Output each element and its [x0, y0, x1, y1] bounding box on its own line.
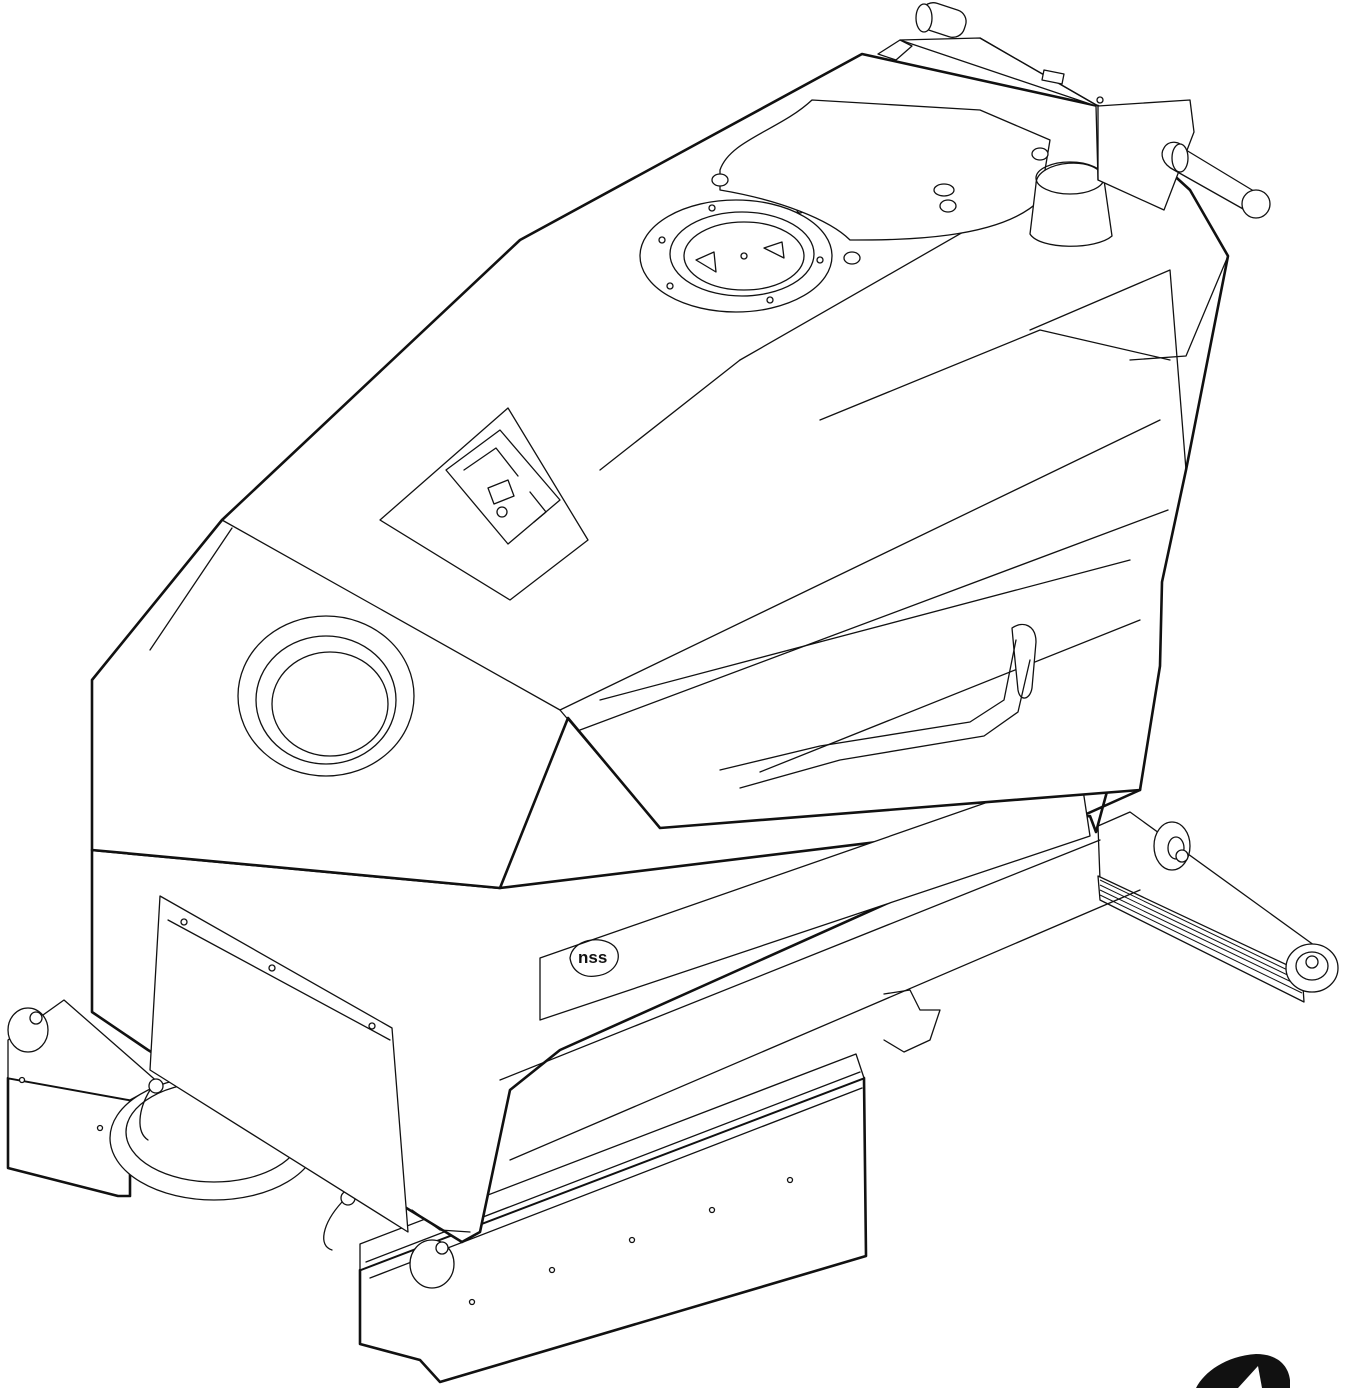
brand-logo: nss [569, 939, 619, 978]
corner-logo-fragment [1196, 1354, 1290, 1388]
hood-handle [719, 623, 1037, 789]
brand-logo-text: nss [578, 948, 607, 967]
top-cover-plate [711, 99, 1051, 265]
instruction-decal [379, 407, 589, 601]
right-operator-handle [1161, 141, 1271, 219]
front-porthole [237, 615, 415, 777]
squeegee-blade-bristles [1099, 879, 1303, 994]
tank-fill-cap [639, 199, 833, 313]
squeegee-rear-wheel [1153, 821, 1191, 871]
rear-control-console [877, 37, 1195, 211]
squeegee-assembly [1097, 811, 1339, 1003]
left-operator-handle [915, 2, 967, 38]
front-corner-rollers [7, 1007, 455, 1289]
lower-body [90, 646, 1148, 1244]
vacuum-motor-dome [1029, 161, 1113, 247]
squeegee-end-wheel [1285, 943, 1339, 993]
skirt-rivets [18, 1076, 794, 1306]
